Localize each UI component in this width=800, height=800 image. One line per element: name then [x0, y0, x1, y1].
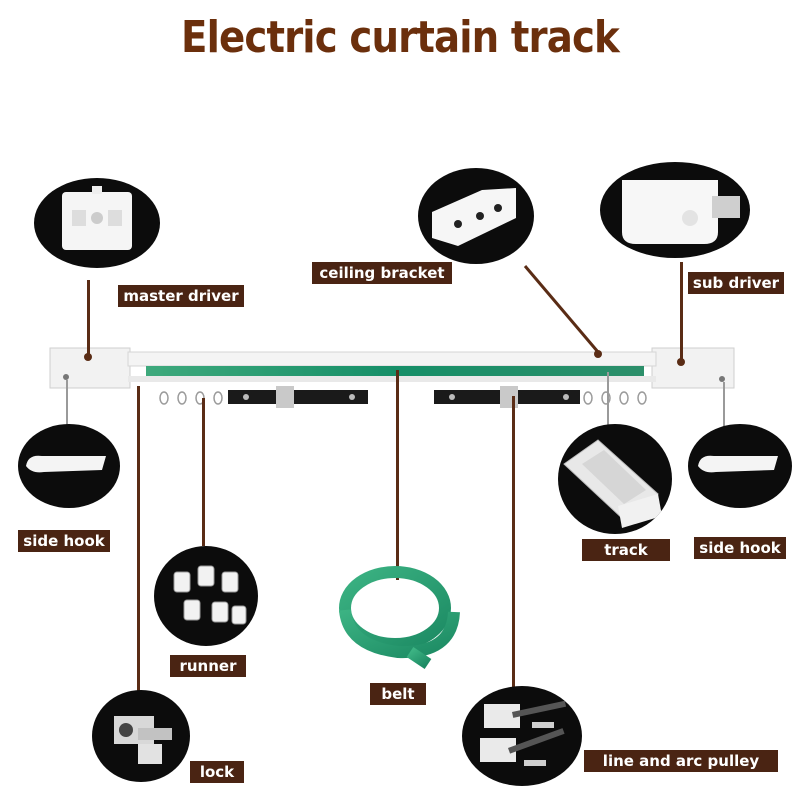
- leader-track: [607, 372, 609, 434]
- track-photo: [558, 424, 672, 534]
- runner-photo: [154, 546, 258, 646]
- rail-green-strip: [146, 366, 644, 376]
- dot-master-driver: [84, 353, 92, 361]
- leader-pulley: [512, 396, 515, 688]
- label-side-hook-left: side hook: [18, 530, 110, 552]
- pulley-photo: [462, 686, 582, 786]
- side-hook-right-photo: [688, 424, 792, 508]
- leader-side-hook-left: [66, 380, 68, 426]
- label-runner: runner: [170, 655, 246, 677]
- leader-master-driver: [87, 280, 90, 356]
- master-driver-icon: [62, 186, 132, 250]
- label-belt: belt: [370, 683, 426, 705]
- side-hook-icon: [698, 455, 778, 473]
- side-hook-icon: [26, 455, 106, 473]
- lock-photo: [92, 690, 190, 782]
- side-hook-left-photo: [18, 424, 120, 508]
- runner-icon: [173, 565, 247, 625]
- diagram-title: Electric curtain track: [181, 12, 620, 63]
- sub-driver-photo: [600, 162, 750, 258]
- leader-belt: [396, 370, 399, 580]
- label-master-driver: master driver: [118, 285, 244, 307]
- ceiling-bracket-icon: [432, 188, 516, 246]
- belt-icon: [339, 566, 460, 669]
- dot-sub-driver: [677, 358, 685, 366]
- label-ceiling-bracket: ceiling bracket: [312, 262, 452, 284]
- label-line-and-arc-pulley: line and arc pulley: [584, 750, 778, 772]
- label-lock: lock: [190, 761, 244, 783]
- track-profile-icon: [563, 439, 662, 528]
- left-master-carrier: [228, 386, 368, 408]
- label-track: track: [582, 539, 670, 561]
- label-side-hook-right: side hook: [694, 537, 786, 559]
- sub-driver-icon: [622, 180, 740, 244]
- label-sub-driver: sub driver: [688, 272, 784, 294]
- pulley-icon: [480, 700, 567, 766]
- ceiling-bracket-photo: [418, 168, 534, 264]
- leader-side-hook-right: [723, 382, 725, 426]
- leader-runner: [202, 398, 205, 546]
- runners-right: [583, 391, 647, 405]
- leader-sub-driver: [680, 262, 683, 362]
- lock-icon: [114, 716, 172, 764]
- master-driver-photo: [34, 178, 160, 268]
- leader-lock: [137, 386, 140, 698]
- right-end-cap: [651, 347, 735, 389]
